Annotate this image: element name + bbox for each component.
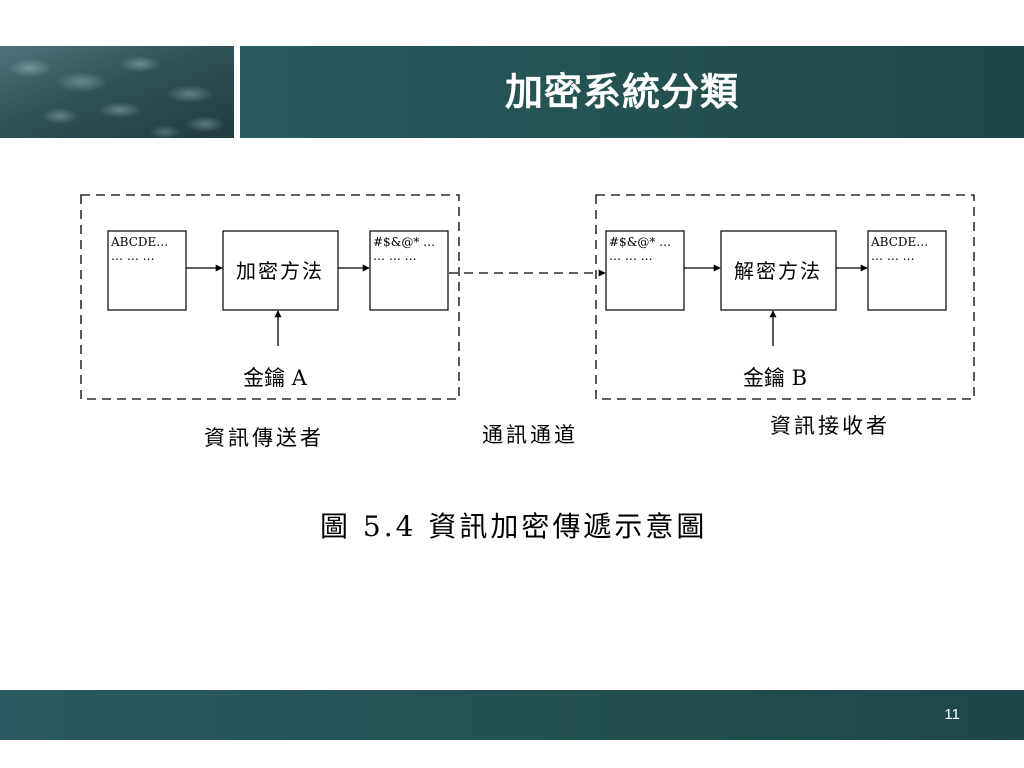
receiver-label: 資訊接收者: [770, 414, 890, 438]
slide-footer: 11: [0, 690, 1024, 740]
slide-number: 11: [944, 706, 960, 723]
sender-label: 資訊傳送者: [204, 426, 324, 450]
key-b-label: 金鑰 B: [743, 366, 807, 390]
sender-ciphertext-box: [369, 230, 449, 311]
sender-plaintext-line1: ABCDE…: [110, 235, 168, 249]
sender-ciphertext-line1: #$&@* …: [373, 235, 435, 249]
figure-caption: 圖 5.4 資訊加密傳遞示意圖: [320, 510, 708, 543]
receiver-plaintext-line1: ABCDE…: [870, 235, 928, 249]
sender-ciphertext-line2: … … …: [373, 249, 417, 263]
receiver-ciphertext-line2: … … …: [609, 249, 653, 263]
decryption-method-label: 解密方法: [734, 259, 822, 283]
receiver-plaintext-line2: … … …: [871, 249, 915, 263]
encryption-method-label: 加密方法: [236, 259, 324, 283]
receiver-ciphertext-box: [605, 230, 685, 311]
header-divider: [234, 46, 240, 138]
encryption-method-box: [222, 230, 339, 311]
receiver-plaintext-box: [867, 230, 947, 311]
slide-title: 加密系統分類: [505, 70, 740, 114]
header-title-bar: 加密系統分類: [240, 46, 1024, 138]
slide-header: 加密系統分類: [0, 46, 1024, 138]
header-fish-photo: [0, 46, 234, 138]
channel-label: 通訊通道: [482, 423, 578, 447]
sender-plaintext-line2: … … …: [111, 249, 155, 263]
receiver-ciphertext-line1: #$&@* …: [609, 235, 671, 249]
key-a-label: 金鑰 A: [243, 366, 308, 390]
sender-plaintext-box: [107, 230, 187, 311]
decryption-method-box: [720, 230, 837, 311]
sender-region: [80, 194, 460, 400]
receiver-region: [595, 194, 975, 400]
